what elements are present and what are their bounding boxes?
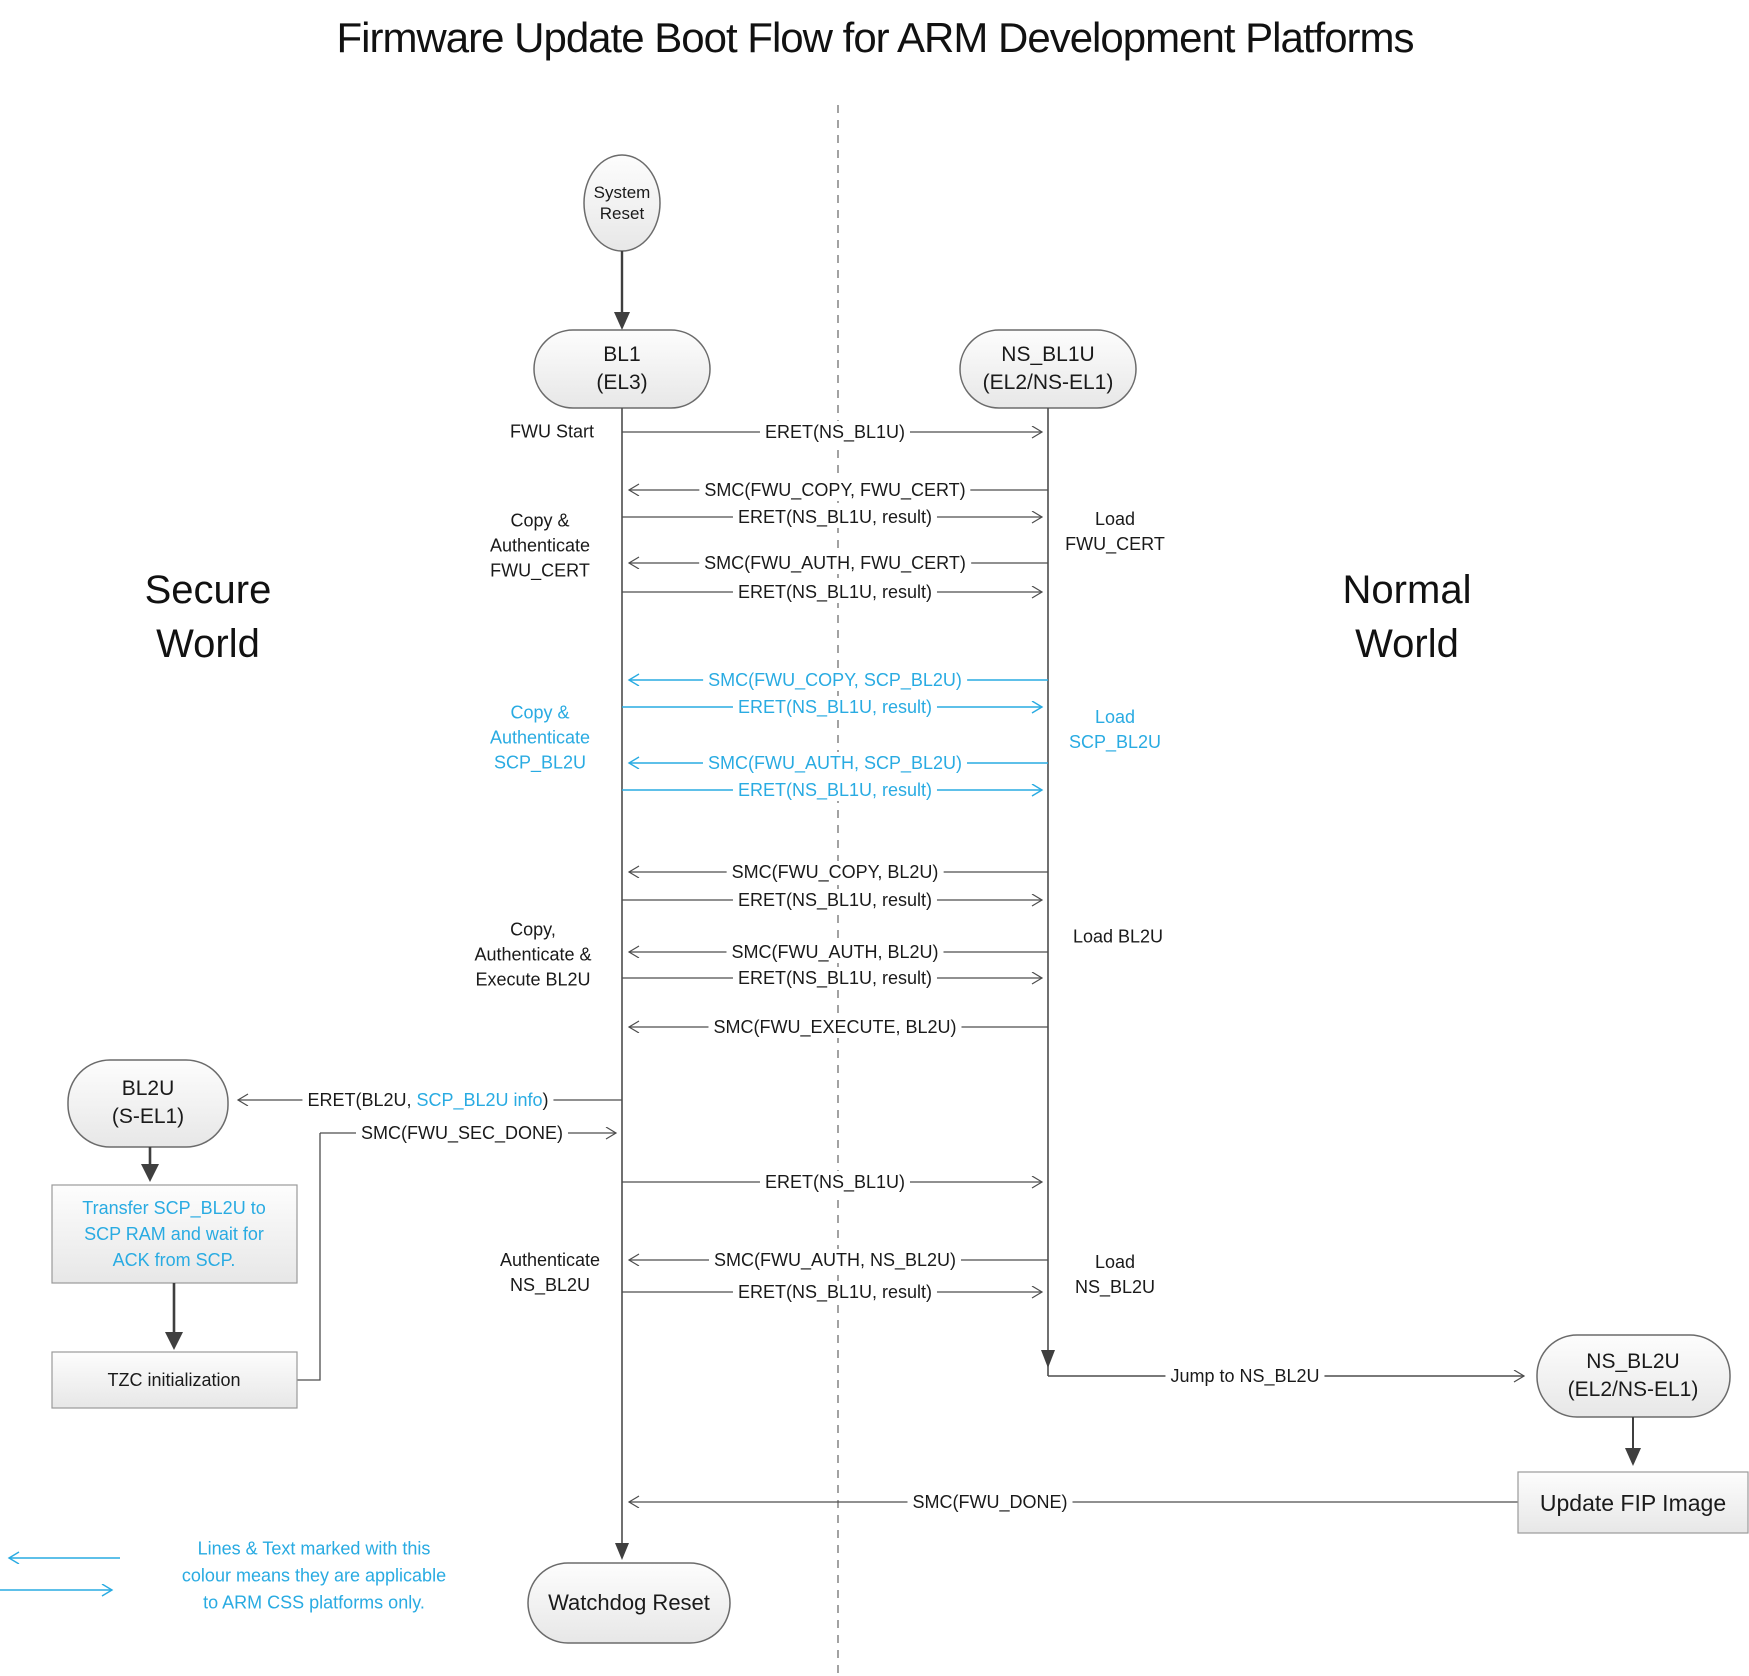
message-eret-result-4: ERET(NS_BL1U, result)	[732, 779, 938, 801]
message-eret-result-2: ERET(NS_BL1U, result)	[732, 581, 938, 603]
label-load-fwu-cert: Load FWU_CERT	[1065, 509, 1165, 554]
message-jump-to-ns-bl2u: Jump to NS_BL2U	[1165, 1365, 1325, 1387]
transfer-scp-box-shape	[51, 1184, 298, 1284]
bl1-lifeline	[615, 408, 629, 1560]
label-copy-auth-fwu-cert: Copy & Authenticate FWU_CERT	[489, 510, 591, 581]
message-eret-bl2u-scp-info: SCP_BL2U info	[416, 1090, 543, 1110]
message-smc-auth-ns-bl2u: SMC(FWU_AUTH, NS_BL2U)	[708, 1249, 962, 1271]
bl2u-to-transfer-arrow	[141, 1147, 159, 1182]
label-fwu-start: FWU Start	[510, 421, 594, 442]
bl1-node: BL1 (EL3)	[596, 343, 648, 394]
legend-arrows	[0, 1558, 120, 1590]
normal-world-line2: World	[1355, 622, 1459, 666]
tzc-box-shape	[51, 1351, 298, 1409]
secure-world-label: Secure World	[145, 563, 272, 671]
ns-bl1u-node: NS_BL1U (EL2/NS-EL1)	[982, 343, 1114, 394]
message-eret-ns-bl1u-start: ERET(NS_BL1U)	[759, 421, 911, 443]
diagram-title: Firmware Update Boot Flow for ARM Develo…	[336, 14, 1414, 61]
ns-bl2u-to-fip-arrow	[1625, 1417, 1641, 1466]
update-fip-box: Update FIP Image	[1539, 1490, 1727, 1516]
message-eret-result-7: ERET(NS_BL1U, result)	[732, 1281, 938, 1303]
label-auth-ns-bl2u: Authenticate NS_BL2U	[499, 1250, 601, 1295]
transfer-to-tzc-arrow	[165, 1283, 183, 1350]
message-eret-result-5: ERET(NS_BL1U, result)	[732, 889, 938, 911]
update-fip-box-shape	[1517, 1471, 1749, 1534]
message-smc-fwu-done: SMC(FWU_DONE)	[907, 1491, 1073, 1513]
watchdog-reset-node-shape	[527, 1562, 731, 1644]
message-eret-result-6: ERET(NS_BL1U, result)	[732, 967, 938, 989]
label-load-ns-bl2u: Load NS_BL2U	[1074, 1252, 1156, 1297]
label-load-scp-bl2u: Load SCP_BL2U	[1068, 707, 1162, 752]
message-smc-auth-scp-bl2u: SMC(FWU_AUTH, SCP_BL2U)	[702, 752, 968, 774]
label-copy-auth-exec-bl2u: Copy, Authenticate & Execute BL2U	[474, 919, 592, 990]
system-reset-node: System Reset	[593, 183, 651, 223]
message-smc-copy-scp-bl2u: SMC(FWU_COPY, SCP_BL2U)	[703, 669, 967, 691]
css-platforms-legend: Lines & Text marked with this colour mea…	[181, 1538, 447, 1613]
ns-bl2u-node: NS_BL2U (EL2/NS-EL1)	[1567, 1350, 1699, 1401]
message-eret-ns-bl1u-2: ERET(NS_BL1U)	[759, 1171, 911, 1193]
label-load-bl2u: Load BL2U	[1072, 926, 1164, 947]
message-eret-result-1: ERET(NS_BL1U, result)	[732, 506, 938, 528]
message-eret-result-3: ERET(NS_BL1U, result)	[732, 696, 938, 718]
secure-world-line2: World	[156, 622, 260, 666]
message-eret-bl2u-pre: ERET(BL2U,	[307, 1090, 417, 1110]
tzc-box: TZC initialization	[107, 1370, 241, 1390]
message-eret-bl2u: ERET(BL2U, SCP_BL2U info)	[302, 1089, 554, 1111]
message-smc-copy-fwu-cert: SMC(FWU_COPY, FWU_CERT)	[699, 479, 971, 501]
message-eret-bl2u-post: )	[542, 1090, 549, 1110]
secure-world-line1: Secure	[144, 568, 272, 612]
message-smc-execute-bl2u: SMC(FWU_EXECUTE, BL2U)	[708, 1016, 962, 1038]
message-smc-fwu-sec-done: SMC(FWU_SEC_DONE)	[355, 1122, 569, 1144]
label-copy-auth-scp-bl2u: Copy & Authenticate SCP_BL2U	[489, 702, 591, 773]
message-smc-auth-bl2u: SMC(FWU_AUTH, BL2U)	[726, 941, 944, 963]
bl2u-node-shape	[67, 1059, 229, 1148]
message-smc-copy-bl2u: SMC(FWU_COPY, BL2U)	[726, 861, 944, 883]
transfer-scp-box: Transfer SCP_BL2U to SCP RAM and wait fo…	[82, 1198, 266, 1270]
watchdog-reset-node: Watchdog Reset	[548, 1590, 710, 1615]
tzc-return-connector	[297, 1133, 321, 1381]
system-reset-to-bl1-arrow	[614, 251, 630, 330]
bl2u-node: BL2U (S-EL1)	[111, 1077, 185, 1128]
normal-world-label: Normal World	[1343, 563, 1472, 671]
message-smc-auth-fwu-cert: SMC(FWU_AUTH, FWU_CERT)	[699, 552, 971, 574]
normal-world-line1: Normal	[1342, 568, 1472, 612]
